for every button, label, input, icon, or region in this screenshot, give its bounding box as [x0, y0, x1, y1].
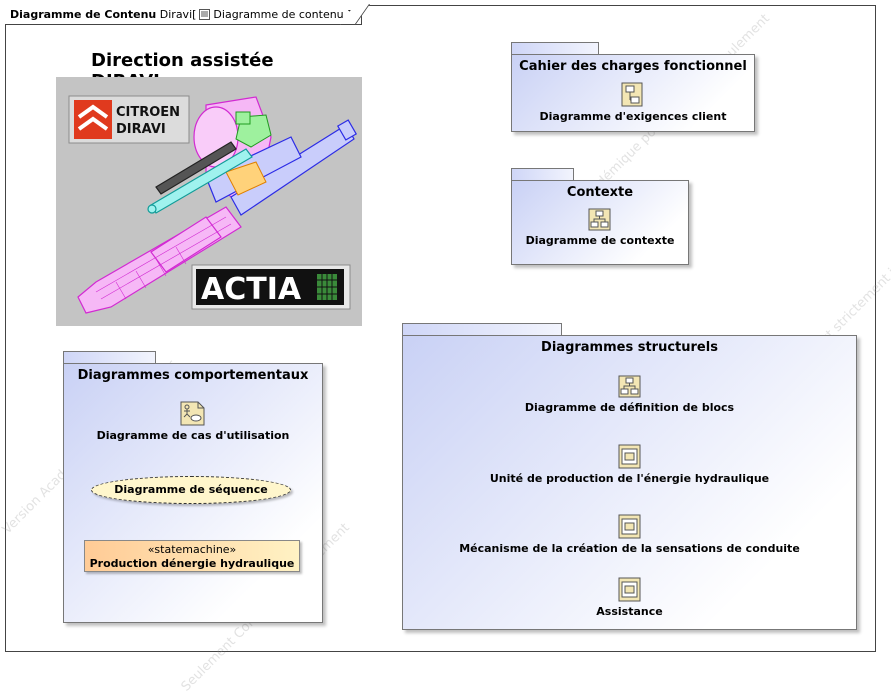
requirement-diagram-link[interactable]: Diagramme d'exigences client — [511, 82, 755, 123]
diagram-frame-header: Diagramme de Contenu Diravi[Diagramme de… — [5, 5, 363, 25]
context-diagram-icon — [588, 208, 611, 231]
context-diagram-link[interactable]: Diagramme de contexte — [511, 208, 689, 247]
block-definition-diagram-link[interactable]: Diagramme de définition de blocs — [402, 375, 857, 414]
ibd-assistance-link[interactable]: Assistance — [402, 577, 857, 618]
package-diagrammes-structurels[interactable]: Diagrammes structurels Diagramme de défi… — [402, 323, 857, 630]
package-title: Diagrammes structurels — [541, 340, 718, 355]
requirement-diagram-icon — [621, 82, 643, 107]
block-definition-diagram-icon — [618, 375, 640, 398]
statemachine-name: Production dénergie hydraulique — [89, 557, 295, 570]
package-cahier-des-charges[interactable]: Cahier des charges fonctionnel Diagramme… — [511, 42, 755, 132]
use-case-diagram-icon — [180, 401, 205, 426]
use-case-diagram-link[interactable]: Diagramme de cas d'utilisation — [63, 401, 323, 442]
citroen-logo — [68, 95, 190, 144]
package-contexte[interactable]: Contexte Diagramme de contexte — [511, 168, 689, 265]
diravi-image: CITROEN DIRAVI ACTIA — [56, 77, 362, 326]
item-label: Diagramme de cas d'utilisation — [96, 429, 290, 442]
package-title: Contexte — [566, 185, 634, 200]
item-label: Diagramme de contexte — [525, 234, 675, 247]
package-diagrammes-comportementaux[interactable]: Diagrammes comportementaux Diagramme de … — [63, 351, 323, 623]
actia-logo — [191, 264, 351, 310]
internal-block-diagram-icon — [618, 577, 640, 602]
internal-block-diagram-icon — [618, 444, 640, 469]
statemachine-stereotype: «statemachine» — [147, 543, 237, 556]
citroen-text: CITROEN — [116, 105, 180, 120]
diagram-kind: Diagramme de Contenu — [10, 8, 157, 21]
internal-block-diagram-icon — [618, 514, 640, 539]
steering-mechanism-illustration: CITROEN DIRAVI ACTIA — [68, 95, 358, 314]
diagram-path: Diravi — [159, 8, 193, 21]
diagram-name: Diagramme de contenu — [213, 8, 344, 21]
item-label: Assistance — [596, 605, 663, 618]
package-title: Cahier des charges fonctionnel — [519, 59, 747, 74]
ibd-driving-sensation-link[interactable]: Mécanisme de la création de la sensation… — [402, 514, 857, 555]
sequence-diagram-use-case[interactable]: Diagramme de séquence — [91, 476, 291, 504]
statemachine-block[interactable]: «statemachine» Production dénergie hydra… — [84, 540, 300, 572]
item-label: Unité de production de l'énergie hydraul… — [489, 472, 770, 485]
item-label: Mécanisme de la création de la sensation… — [459, 542, 800, 555]
actia-text: ACTIA — [201, 272, 302, 307]
diagram-icon — [199, 9, 211, 20]
item-label: Diagramme de définition de blocs — [524, 401, 735, 414]
package-title: Diagrammes comportementaux — [77, 368, 309, 383]
item-label: Diagramme de séquence — [114, 483, 268, 496]
ibd-hydraulic-unit-link[interactable]: Unité de production de l'énergie hydraul… — [402, 444, 857, 485]
item-label: Diagramme d'exigences client — [539, 110, 727, 123]
diravi-text: DIRAVI — [116, 122, 166, 137]
